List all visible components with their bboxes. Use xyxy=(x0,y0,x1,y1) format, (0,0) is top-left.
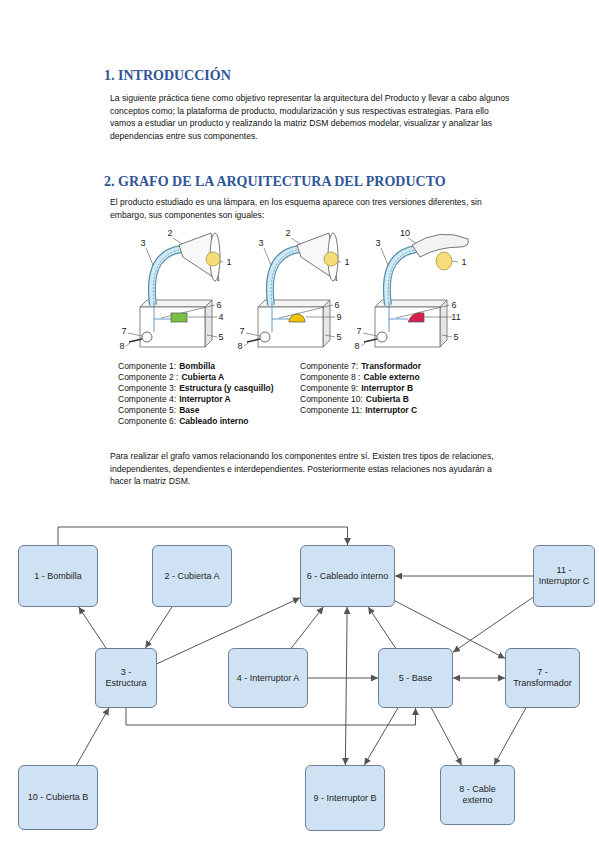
process-box: 7 - Transformador xyxy=(505,648,580,708)
paragraph: El producto estudiado es una lámpara, en… xyxy=(110,196,515,221)
process-box: 4 - Interruptor A xyxy=(228,648,308,708)
callout-number: 1 xyxy=(226,257,231,267)
dependency-arrow xyxy=(453,597,533,652)
callout-number: 5 xyxy=(218,332,223,342)
callout-number: 6 xyxy=(216,300,221,310)
component-number: Componente 9: xyxy=(300,383,358,393)
dependency-arrow xyxy=(368,607,395,648)
component-name: Interruptor A xyxy=(179,394,231,404)
component-number: Componente 2 : xyxy=(118,372,178,382)
process-box: 5 - Base xyxy=(378,648,453,708)
callout-number: 7 xyxy=(239,326,244,336)
component-name: Cubierta B xyxy=(366,394,409,404)
dependency-arrow xyxy=(291,607,323,648)
lamp-b xyxy=(244,233,341,347)
dependency-arrow xyxy=(126,708,416,725)
callout-number: 10 xyxy=(400,228,410,238)
callout-number: 8 xyxy=(354,341,359,351)
lamp-cover xyxy=(297,233,338,281)
bulb xyxy=(436,252,452,270)
callout-number: 9 xyxy=(336,312,341,322)
box-label: 2 - Cubierta A xyxy=(164,571,219,582)
component-number: Componente 6: xyxy=(118,416,176,426)
switch-c xyxy=(408,313,424,322)
dependency-arrow xyxy=(76,708,108,765)
lamp-cover xyxy=(179,233,220,281)
component-name: Bombilla xyxy=(179,361,215,371)
component-name: Interruptor B xyxy=(361,383,413,393)
section-heading: 1. INTRODUCCIÓN xyxy=(104,68,231,84)
component-number: Componente 1: xyxy=(118,361,176,371)
paragraph: La siguiente práctica tiene como objetiv… xyxy=(110,92,515,142)
box-label: 4 - Interruptor A xyxy=(237,673,300,684)
process-box: 8 - Cable externo xyxy=(440,765,515,825)
box-label: 6 - Cableado interno xyxy=(307,571,389,582)
dependency-arrow xyxy=(431,708,461,765)
process-box: 6 - Cableado interno xyxy=(300,545,395,607)
callout-number: 3 xyxy=(258,238,263,248)
dependency-arrow xyxy=(364,708,397,765)
component-name: Cableado interno xyxy=(179,416,248,426)
component-name: Cubierta A xyxy=(181,372,224,382)
box-label: 9 - Interruptor B xyxy=(313,793,376,804)
callout-number: 8 xyxy=(119,341,124,351)
component-number: Componente 8 : xyxy=(300,372,360,382)
component-name: Cable externo xyxy=(363,372,419,382)
box-label: 1 - Bombilla xyxy=(34,571,82,582)
component-name: Base xyxy=(179,405,199,415)
process-box: 2 - Cubierta A xyxy=(152,545,232,607)
switch-a xyxy=(171,313,187,322)
callout-number: 6 xyxy=(451,300,456,310)
callout-number: 4 xyxy=(218,312,223,322)
process-box: 3 - Estructura xyxy=(95,648,157,708)
box-label: 11 - Interruptor C xyxy=(538,565,590,587)
callout-number: 11 xyxy=(451,312,460,322)
callout-number: 5 xyxy=(336,332,341,342)
lamp-body xyxy=(361,238,458,347)
lamp-c xyxy=(361,234,468,347)
process-box: 11 - Interruptor C xyxy=(533,545,595,607)
process-box: 10 - Cubierta B xyxy=(18,765,98,830)
callout-number: 3 xyxy=(375,238,380,248)
dependency-arrow xyxy=(308,678,378,679)
callout-number: 3 xyxy=(140,238,145,248)
component-number: Componente 5: xyxy=(118,405,176,415)
component-number: Componente 11: xyxy=(300,405,362,415)
box-label: 7 - Transformador xyxy=(510,667,575,689)
box-label: 5 - Base xyxy=(399,673,433,684)
component-number: Componente 4: xyxy=(118,394,176,404)
callout-number: 5 xyxy=(453,332,458,342)
dependency-arrow xyxy=(345,607,347,765)
callout-number: 2 xyxy=(167,228,172,238)
callout-number: 1 xyxy=(461,257,466,267)
box-label: 3 - Estructura xyxy=(100,667,152,689)
dependency-arrow xyxy=(395,576,533,577)
dependency-arrow xyxy=(79,607,106,648)
box-label: 10 - Cubierta B xyxy=(28,792,89,803)
lamp-a xyxy=(126,233,223,347)
callout-number: 2 xyxy=(285,228,290,238)
process-box: 1 - Bombilla xyxy=(18,545,98,607)
component-number: Componente 10: xyxy=(300,394,363,404)
callout-number: 8 xyxy=(237,341,242,351)
component-name: Transformador xyxy=(361,361,421,371)
callout-number: 6 xyxy=(334,300,339,310)
process-box: 9 - Interruptor B xyxy=(305,765,385,831)
section-heading: 2. GRAFO DE LA ARQUITECTURA DEL PRODUCTO xyxy=(104,174,446,190)
box-label: 8 - Cable externo xyxy=(445,784,510,806)
component-name: Estructura (y casquillo) xyxy=(179,383,273,393)
dependency-arrow xyxy=(58,527,348,545)
callout-number: 1 xyxy=(344,257,349,267)
dependency-arrow xyxy=(145,607,172,648)
component-number: Componente 7: xyxy=(300,361,358,371)
dependency-arrow xyxy=(494,708,526,765)
component-number: Componente 3: xyxy=(118,383,176,393)
callout-number: 7 xyxy=(356,326,361,336)
dependency-arrow xyxy=(453,678,505,679)
switch-b xyxy=(289,314,305,322)
component-name: Interruptor C xyxy=(365,405,417,415)
callout-number: 7 xyxy=(121,326,126,336)
paragraph: Para realizar el grafo vamos relacionand… xyxy=(110,450,515,488)
